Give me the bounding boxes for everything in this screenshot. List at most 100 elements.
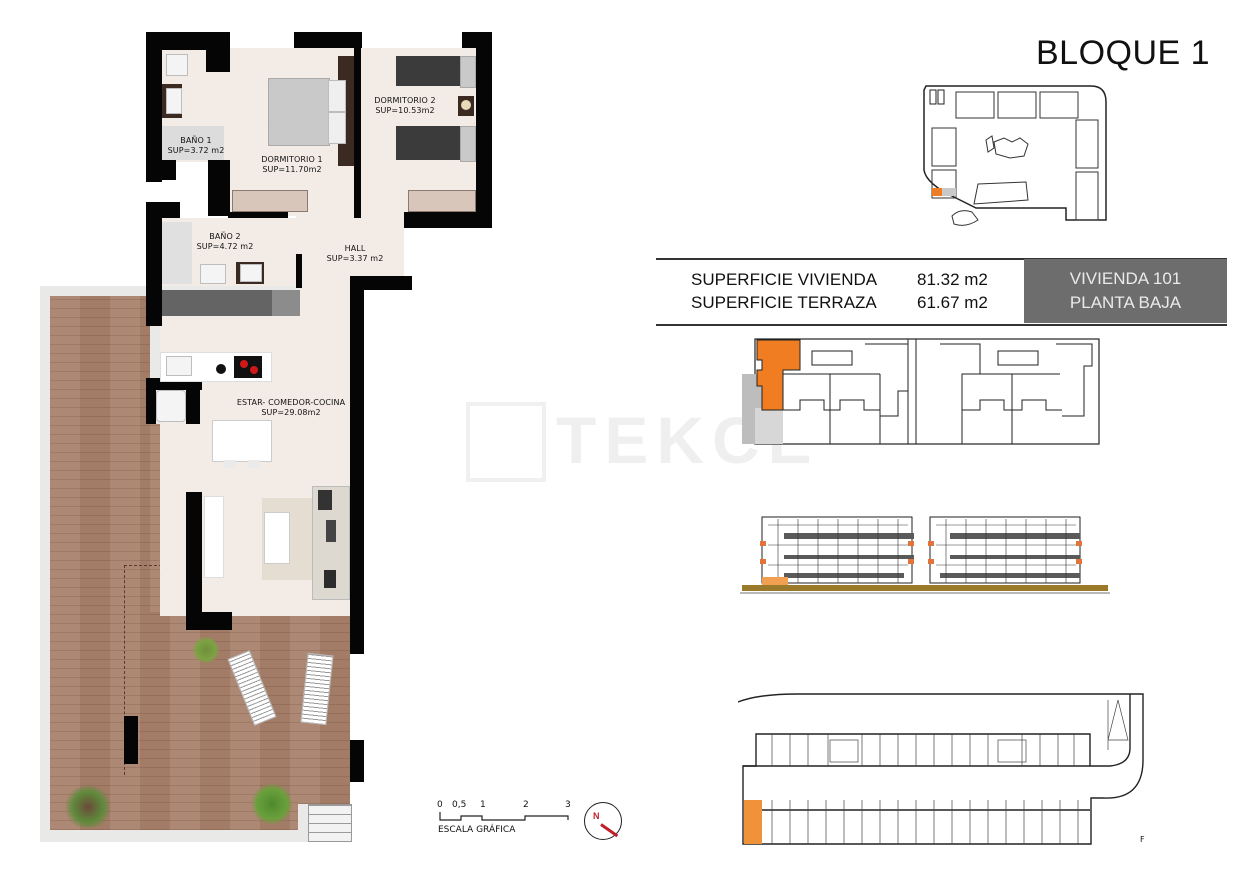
kitchen-sink [166,356,192,376]
chair [224,460,236,468]
wall [146,378,156,424]
room-area: SUP=4.72 m2 [196,242,254,251]
room-name: HALL [344,244,366,253]
scale-tick: 0,5 [452,800,467,810]
room-area: SUP=11.70m2 [262,165,322,174]
garage-plan: F [738,693,1145,845]
room-label-bano-1: BAÑO 1 SUP=3.72 m2 [166,136,226,156]
wall [186,492,202,630]
building-elevation [740,516,1110,594]
cushion [326,520,336,542]
room-label-dormitorio-1: DORMITORIO 1 SUP=11.70m2 [252,155,332,175]
floor-key-plan [742,338,1100,445]
unit-floor: PLANTA BAJA [1069,293,1182,312]
surface-label: SUPERFICIE TERRAZA [691,293,877,312]
wall [146,202,180,218]
wall [146,202,162,326]
wall [186,612,232,630]
scale-tick: 3 [565,800,571,810]
room-label-bano-2: BAÑO 2 SUP=4.72 m2 [190,232,260,252]
room-label-living: ESTAR- COMEDOR-COCINA SUP=29.08m2 [236,398,346,418]
wardrobe [408,190,476,212]
shower-tray [162,222,192,284]
coffee-table [264,512,290,564]
cooktop [234,356,262,378]
stairs [308,804,352,842]
scale-ruler [439,812,569,821]
room-name: DORMITORIO 1 [261,155,323,164]
plant-icon [192,636,220,664]
single-bed [396,56,462,86]
plant-icon [250,784,294,824]
scale-label: ESCALA GRÁFICA [438,825,516,835]
toilet [166,54,188,76]
room-name: ESTAR- COMEDOR-COCINA [236,398,346,407]
sink [166,88,182,114]
surface-value: 61.67 m2 [917,293,988,312]
wall [350,276,412,290]
room-area: SUP=29.08m2 [261,408,321,417]
garage-marker: F [1140,835,1145,844]
room-name: DORMITORIO 2 [374,96,436,105]
page-title: BLOQUE 1 [1036,34,1211,72]
lamp-icon [461,100,471,110]
scale-tick: 2 [523,800,529,810]
room-area: SUP=3.72 m2 [167,146,225,155]
chair [248,460,260,468]
wall [354,48,361,218]
scale-bar: 0 0,5 1 2 3 ESCALA GRÁFICA [434,800,584,840]
wall [146,160,176,180]
wardrobe [232,190,308,212]
dining-table [212,420,272,462]
compass: N [584,802,622,840]
watermark-logo [466,402,546,482]
scale-tick: 0 [437,800,443,810]
room-name: BAÑO 2 [209,232,241,241]
terrace-guide-line [124,565,125,775]
wall [186,378,200,424]
pillow [328,80,346,112]
wall [208,160,230,216]
plant-icon [62,786,114,828]
washing-machine [156,390,186,422]
compass-needle [600,823,619,838]
double-bed [268,78,330,146]
wall [294,32,362,48]
wall [228,212,288,218]
pillow [328,112,346,144]
shower-tray [162,126,224,160]
site-plan [923,85,1107,226]
info-table: SUPERFICIE VIVIENDA 81.32 m2 SUPERFICIE … [656,258,1227,326]
surface-summary: SUPERFICIE VIVIENDA 81.32 m2 SUPERFICIE … [656,260,1023,324]
surface-label: SUPERFICIE VIVIENDA [691,270,878,289]
burner [250,366,258,374]
kitchen-tall-unit [272,290,300,316]
terrace-planter [124,716,138,764]
unit-name: VIVIENDA 101 [1069,269,1182,288]
wall [476,32,492,228]
single-bed [396,126,462,160]
compass-north-label: N [593,811,600,821]
wall [296,254,302,288]
scale-tick: 1 [480,800,486,810]
cushion [318,490,332,510]
tv-unit [204,496,224,578]
wall [350,740,364,782]
room-label-hall: HALL SUP=3.37 m2 [320,244,390,264]
wall [350,276,364,654]
pan-icon [216,364,226,374]
wall [404,212,492,228]
terrace-guide-line [124,565,192,566]
toilet [200,264,226,284]
cushion [324,570,336,588]
wall [206,32,230,72]
floor-plan: BAÑO 1 SUP=3.72 m2 DORMITORIO 1 SUP=11.7… [0,0,492,883]
unit-badge: VIVIENDA 101 PLANTA BAJA [1024,259,1227,323]
pillow [460,126,476,162]
room-area: SUP=3.37 m2 [326,254,384,263]
sink [240,264,262,282]
burner [240,360,248,368]
room-name: BAÑO 1 [180,136,212,145]
pillow [460,56,476,88]
room-label-dormitorio-2: DORMITORIO 2 SUP=10.53m2 [370,96,440,116]
